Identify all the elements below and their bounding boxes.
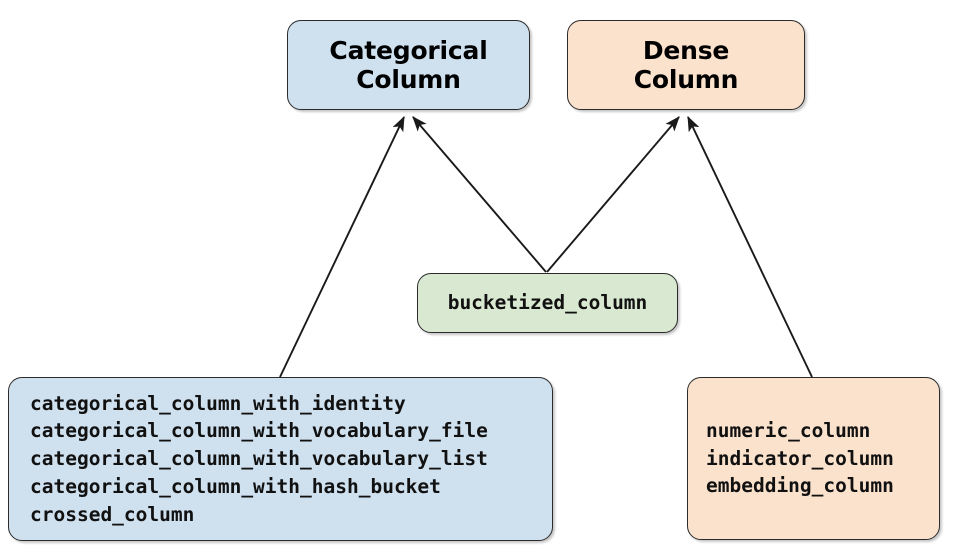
node-dense-column[interactable]: Dense Column (567, 20, 805, 110)
node-dense-column-line1: Dense (642, 35, 730, 65)
list-item: embedding_column (706, 474, 894, 498)
edge-bucketized-to-categorical-column (412, 116, 547, 273)
list-item: categorical_column_with_identity (30, 391, 406, 415)
list-item: numeric_column (706, 418, 871, 442)
node-bucketized-column-label: bucketized_column (447, 291, 648, 315)
node-categorical-sources[interactable]: categorical_column_with_identity categor… (8, 377, 553, 541)
node-categorical-column-line1: Categorical (329, 35, 488, 65)
node-dense-column-line2: Column (633, 65, 739, 94)
node-categorical-column-line2: Column (356, 65, 461, 94)
edge-bucketized-to-dense-column (546, 116, 680, 273)
edge-dense-sources-to-dense-column (687, 115, 813, 378)
list-item: categorical_column_with_vocabulary_file (30, 419, 488, 443)
list-item: categorical_column_with_hash_bucket (30, 474, 441, 498)
edge-categorical-sources-to-categorical-column (279, 115, 405, 378)
node-bucketized-column[interactable]: bucketized_column (417, 273, 678, 333)
node-categorical-column[interactable]: Categorical Column (287, 20, 530, 110)
list-item: crossed_column (30, 502, 195, 526)
list-item: indicator_column (706, 446, 894, 470)
node-dense-sources[interactable]: numeric_column indicator_column embeddin… (687, 377, 940, 540)
list-item: categorical_column_with_vocabulary_list (30, 447, 488, 471)
